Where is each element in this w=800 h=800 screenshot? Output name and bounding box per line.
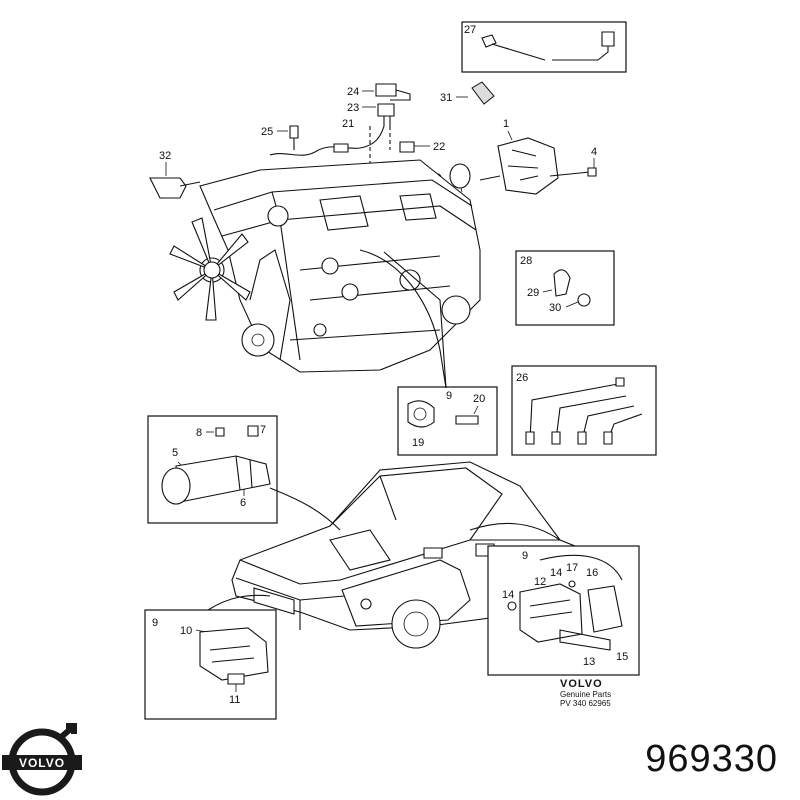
callout-23: 23 [347,102,359,114]
callout-14a: 14 [550,567,562,579]
callout-24: 24 [347,86,359,98]
part-31: 31 [440,81,495,105]
callout-6: 6 [240,497,246,509]
callout-1: 1 [503,118,509,130]
box-9-19-20: 9 20 19 [397,386,498,456]
callout-26: 26 [516,372,528,384]
callout-28: 28 [520,255,532,267]
svg-text:VOLVO: VOLVO [19,756,65,770]
callout-22: 22 [433,141,445,153]
callout-14b: 14 [502,589,514,601]
callout-7: 7 [260,424,266,436]
credit-code: PV 340 62965 [560,699,611,708]
box-28-30: 28 29 30 [515,250,615,326]
callout-9a: 9 [446,390,452,402]
callout-27: 27 [464,24,476,36]
distributor-group: 1 2 3 4 [432,118,597,208]
callout-25: 25 [261,126,273,138]
callout-29: 29 [527,287,539,299]
engine-block [199,159,481,389]
callout-8: 8 [196,427,202,439]
callout-19: 19 [412,437,424,449]
callout-32: 32 [159,150,171,162]
callout-15: 15 [616,651,628,663]
box-9-11: 9 10 11 [144,609,277,720]
part-number: 969330 [645,738,778,780]
box-9-12-17: 9 14 17 16 12 14 13 15 [487,545,640,676]
fan [169,217,251,321]
callout-13: 13 [583,656,595,668]
box-ignition-lead-27: 27 [461,21,627,73]
sensor-group: 24 23 21 25 22 [261,83,445,300]
callout-21: 21 [342,118,354,130]
callout-16: 16 [586,567,598,579]
callout-10: 10 [180,625,192,637]
callout-5: 5 [172,447,178,459]
callout-9b: 9 [152,617,158,629]
callout-31: 31 [440,92,452,104]
callout-30: 30 [549,302,561,314]
credit-brand: VOLVO [560,678,603,690]
callout-20: 20 [473,393,485,405]
credit-genuine-parts: Genuine Parts [560,690,612,699]
part-32: 32 [149,150,201,199]
box-starter-5-8: 8 7 5 6 [147,415,278,524]
callout-9c: 9 [522,550,528,562]
callout-17: 17 [566,562,578,574]
volvo-logo: VOLVO [2,723,82,796]
box-26: 26 [511,365,657,456]
callout-11: 11 [229,694,240,706]
callout-12: 12 [534,576,546,588]
callout-4: 4 [591,146,597,158]
